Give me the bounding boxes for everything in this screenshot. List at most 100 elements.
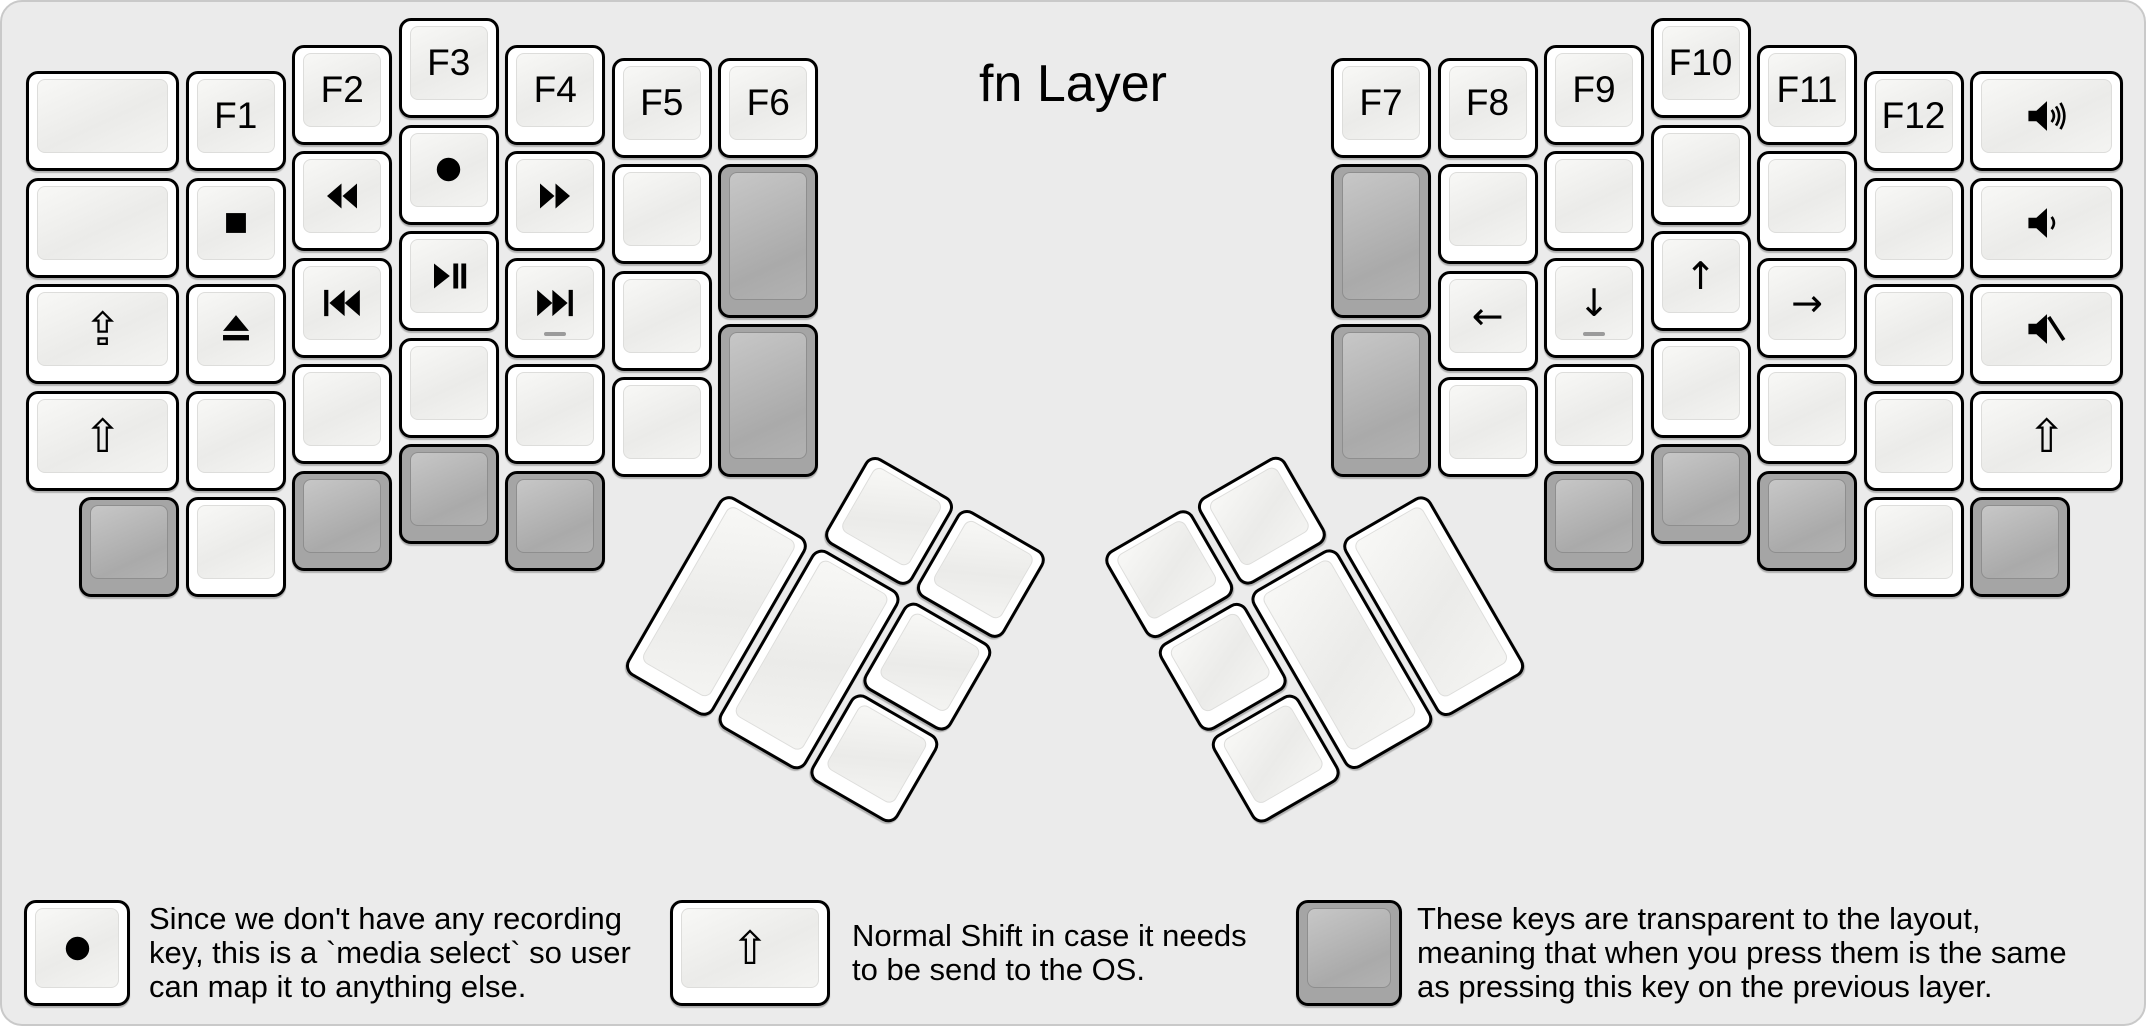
keycap-top xyxy=(196,185,275,260)
key-blank xyxy=(1650,124,1751,225)
key-blank xyxy=(1863,177,1964,278)
record-icon xyxy=(59,930,96,967)
key-arrow-down: ↓ xyxy=(1544,257,1644,358)
keycap-top xyxy=(1167,610,1272,714)
key-blank xyxy=(1437,164,1538,265)
key-blank xyxy=(292,364,393,465)
arrow-left-icon: ← xyxy=(1471,293,1504,338)
keycap-top xyxy=(1768,159,1846,234)
key-transparent xyxy=(1757,470,1857,571)
key-transparent xyxy=(1331,324,1431,478)
key-blank xyxy=(1544,364,1644,465)
key-blank xyxy=(611,270,712,371)
key-blank xyxy=(1863,390,1964,491)
key-eject xyxy=(185,284,286,385)
key-blank xyxy=(26,71,180,172)
keycap-top xyxy=(409,345,488,420)
key-caps-lock: ⇪ xyxy=(26,284,180,385)
key-blank xyxy=(185,390,286,491)
key-f12: F12 xyxy=(1863,71,1964,172)
keycap-top xyxy=(1342,332,1420,460)
key-f6: F6 xyxy=(718,57,819,158)
arrow-down-icon: ↓ xyxy=(1578,280,1610,325)
key-transparent xyxy=(718,164,819,318)
keycap-top xyxy=(409,132,488,207)
key-arrow-right: → xyxy=(1757,257,1857,358)
key-transparent xyxy=(1544,470,1644,571)
key-f5: F5 xyxy=(611,57,712,158)
key-f7: F7 xyxy=(1331,57,1431,158)
keycap-top xyxy=(516,159,595,234)
keycap-top xyxy=(729,172,808,300)
keycap-top xyxy=(409,452,488,526)
keycap-top xyxy=(1448,172,1527,247)
key-blank xyxy=(505,364,606,465)
keycap-top xyxy=(729,332,808,460)
key-stop xyxy=(185,177,286,278)
key-f4: F4 xyxy=(505,44,606,145)
f12-label: F12 xyxy=(1881,95,1946,137)
f5-label: F5 xyxy=(640,81,684,123)
keycap-top: → xyxy=(1768,265,1846,340)
volume-mute-icon xyxy=(2024,306,2070,352)
key-blank xyxy=(1757,151,1857,252)
keycap-top xyxy=(622,278,701,353)
keycap-top: ← xyxy=(1448,278,1527,353)
keycap-top: ⇧ xyxy=(37,398,169,473)
prev-track-icon xyxy=(321,282,363,324)
key-f1: F1 xyxy=(185,71,286,172)
key-next-track xyxy=(505,257,606,358)
keycap-top xyxy=(37,185,169,260)
keycap-top xyxy=(303,265,382,340)
key-blank xyxy=(185,497,286,598)
keycap-top xyxy=(1874,185,1953,260)
key-blank xyxy=(1757,364,1857,465)
key-blank xyxy=(26,177,180,278)
keycap-top: F11 xyxy=(1768,52,1846,127)
key-transparent xyxy=(718,324,819,478)
f4-label: F4 xyxy=(533,68,577,110)
keycap-top xyxy=(1981,505,2059,580)
key-f3: F3 xyxy=(398,18,499,118)
key-blank xyxy=(611,377,712,478)
key-transparent xyxy=(1970,497,2070,598)
keycap-top xyxy=(90,505,169,580)
keycap-top xyxy=(1768,372,1846,447)
keycap-top: F1 xyxy=(196,79,275,154)
key-volume-up xyxy=(1970,71,2124,172)
key-f8: F8 xyxy=(1437,57,1538,158)
key-blank xyxy=(1650,337,1751,438)
f3-label: F3 xyxy=(427,42,471,83)
key-transparent xyxy=(1650,444,1751,544)
keycap-top xyxy=(1981,79,2113,154)
volume-down-icon xyxy=(2024,200,2070,246)
keycap-top xyxy=(877,610,983,714)
keycap-top xyxy=(1874,292,1953,367)
key-f9: F9 xyxy=(1544,44,1644,145)
fast-forward-icon xyxy=(535,176,575,216)
legend-shift-text: Normal Shift in case it needs to be send… xyxy=(852,918,1247,987)
f2-label: F2 xyxy=(320,68,364,110)
keycap-top: F10 xyxy=(1661,26,1740,100)
keycap-top xyxy=(516,478,595,553)
keycap-top xyxy=(1981,185,2113,260)
caps-icon: ⇪ xyxy=(83,302,122,357)
rewind-icon xyxy=(322,176,362,216)
keycap-top: ⇧ xyxy=(681,908,819,988)
keycap-top xyxy=(409,239,488,313)
key-play-pause xyxy=(398,231,499,331)
keycap-top xyxy=(1874,505,1953,580)
keycap-top xyxy=(1661,132,1740,207)
keycap-top: F5 xyxy=(622,65,701,140)
keycap-top xyxy=(1448,385,1527,460)
keycap-top xyxy=(516,372,595,447)
keycap-top xyxy=(1981,292,2113,367)
keycap-top: F7 xyxy=(1342,65,1420,140)
key-arrow-left: ← xyxy=(1437,270,1538,371)
keycap-top xyxy=(1555,159,1633,234)
key-volume-mute xyxy=(1970,284,2124,385)
f9-label: F9 xyxy=(1572,68,1616,110)
legend-transparent-text: These keys are transparent to the layout… xyxy=(1417,901,2067,1004)
f7-label: F7 xyxy=(1359,81,1403,123)
